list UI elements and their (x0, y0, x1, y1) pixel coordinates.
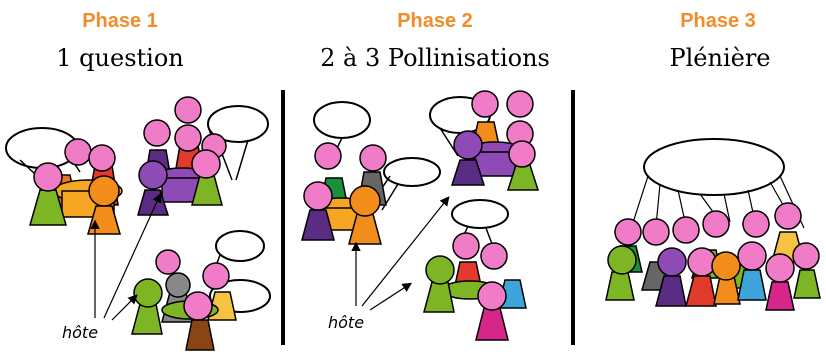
host-label-phase-1: hôte (62, 323, 98, 342)
phase-2-group-b (429, 90, 540, 191)
phase-3-title: Phase 3 (680, 10, 756, 32)
phase-2-group-a (301, 101, 441, 245)
phase-1-group-b (137, 96, 269, 216)
phase-1-group-c (131, 230, 271, 351)
phase-1-caption: 1 question (56, 44, 184, 72)
host-arrow (361, 196, 450, 307)
speech-bubble (207, 105, 269, 143)
phase-2-group-c (423, 199, 527, 341)
host-arrow (369, 282, 413, 311)
speech-bubble (451, 199, 509, 229)
speech-bubble (313, 101, 371, 139)
phase-2-caption: 2 à 3 Pollinisations (320, 44, 550, 72)
phase-3-plenary (605, 138, 821, 311)
phase-2-title: Phase 2 (397, 10, 473, 32)
host-arrow (103, 192, 162, 319)
host-label-phase-2: hôte (328, 313, 364, 332)
phase-3-caption: Plénière (669, 44, 771, 72)
speech-bubble (215, 230, 265, 262)
phase-1-title: Phase 1 (82, 10, 158, 32)
host-arrow (111, 294, 138, 321)
speech-bubble (383, 157, 441, 187)
phase-1-group-a (5, 127, 123, 235)
plenary-speech-bubble (643, 138, 785, 196)
